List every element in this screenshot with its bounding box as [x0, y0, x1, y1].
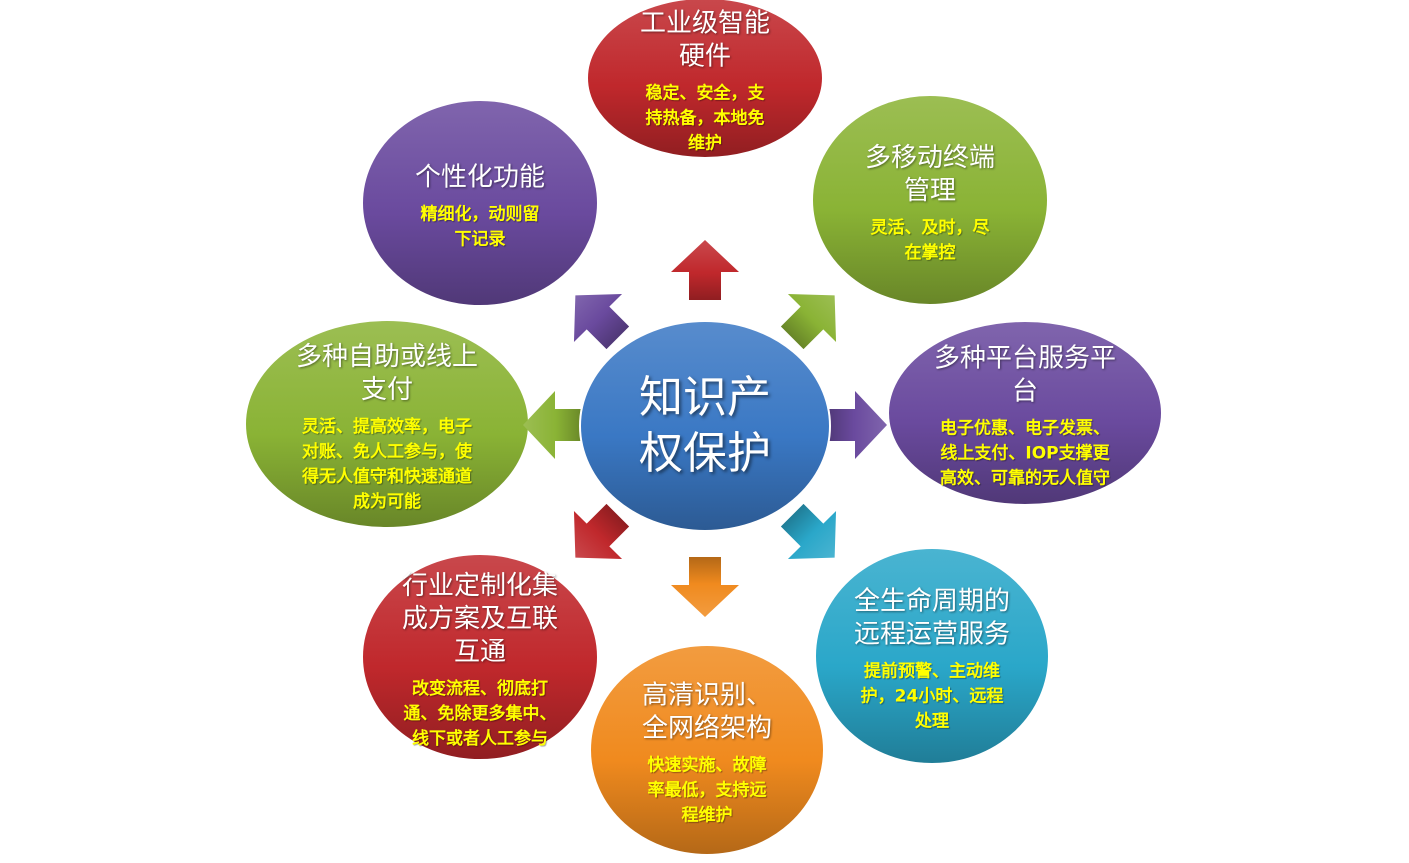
- node-circle: [814, 547, 1050, 765]
- node-desc-line: 灵活、提高效率，电子: [301, 417, 472, 437]
- node-title-line: 管理: [903, 176, 957, 206]
- node-desc-line: 精细化，动则留: [420, 204, 540, 225]
- center-label: 知识产 权保护: [639, 370, 771, 482]
- node-title: 个性化功能: [415, 162, 545, 195]
- node-circle: [887, 320, 1163, 506]
- node-title-line: 多种平台服务平: [933, 343, 1117, 374]
- node-label: 行业定制化集成方案及互联互通改变流程、彻底打通、免除更多集中、线下或者人工参与: [402, 570, 558, 752]
- center-line: 知识产: [639, 372, 771, 423]
- node-title-line: 工业级智能: [639, 8, 771, 39]
- node-description: 提前预警、主动维护，24小时、远程处理: [854, 660, 1010, 735]
- node-desc-line: 处理: [914, 711, 949, 732]
- node-desc-line: 电子优惠、电子发票、: [939, 418, 1110, 439]
- node-description: 电子优惠、电子发票、线上支付、IOP支撑更高效、可靠的无人值守: [934, 417, 1116, 492]
- center-line: 权保护: [639, 428, 771, 479]
- node-desc-line: 护，24小时、远程: [860, 686, 1004, 707]
- node-description: 稳定、安全，支持热备，本地免维护: [640, 82, 770, 157]
- node-label: 多种平台服务平台电子优惠、电子发票、线上支付、IOP支撑更高效、可靠的无人值守: [934, 343, 1116, 492]
- node-description: 快速实施、故障率最低，支持远程维护: [642, 754, 772, 829]
- node-title-line: 成方案及互联: [401, 604, 559, 634]
- node-desc-line: 线下或者人工参与: [411, 729, 548, 749]
- node-title: 多移动终端管理: [865, 142, 995, 208]
- node-circle: [361, 553, 599, 761]
- node-title-line: 台: [1011, 376, 1039, 407]
- node-desc-line: 高效、可靠的无人值守: [939, 468, 1110, 489]
- node-desc-line: 稳定、安全，支: [645, 83, 765, 104]
- node-description: 改变流程、彻底打通、免除更多集中、线下或者人工参与: [402, 677, 558, 752]
- node-circle: [589, 644, 825, 856]
- node-title: 多种自助或线上支付: [296, 341, 478, 407]
- node-label: 多种自助或线上支付灵活、提高效率，电子对账、免人工参与，使得无人值守和快速通道成…: [296, 341, 478, 515]
- arrow-icon: [671, 240, 739, 300]
- center-circle: [579, 320, 831, 532]
- node-title: 多种平台服务平台: [934, 343, 1116, 409]
- node-desc-line: 率最低，支持远: [647, 780, 767, 801]
- node-label: 全生命周期的远程运营服务提前预警、主动维护，24小时、远程处理: [854, 586, 1010, 735]
- arrow-icon: [827, 391, 887, 459]
- arrow-icon: [573, 293, 630, 350]
- node-desc-line: 通、免除更多集中、: [403, 704, 557, 724]
- arrow-icon: [573, 503, 630, 560]
- node-circle: [811, 94, 1049, 306]
- node-desc-line: 持热备，本地免: [645, 108, 765, 129]
- node-title-line: 支付: [360, 375, 414, 405]
- node-circle: [586, 0, 824, 159]
- node-description: 灵活、及时，尽在掌控: [865, 216, 995, 266]
- node-title-line: 个性化功能: [414, 162, 546, 193]
- node-desc-line: 成为可能: [352, 492, 421, 512]
- node-desc-line: 得无人值守和快速通道: [301, 467, 472, 487]
- node-desc-line: 快速实施、故障: [647, 755, 767, 776]
- node-label: 工业级智能硬件稳定、安全，支持热备，本地免维护: [640, 8, 770, 157]
- node-title: 高清识别、全网络架构: [642, 680, 772, 746]
- node-desc-line: 维护: [687, 133, 722, 154]
- arrow-icon: [780, 293, 837, 350]
- arrow-icon: [780, 503, 837, 560]
- node-title: 行业定制化集成方案及互联互通: [402, 570, 558, 669]
- node-title-line: 互通: [453, 637, 507, 667]
- node-circle: [361, 99, 599, 307]
- node-title-line: 全网络架构: [641, 713, 773, 744]
- node-title-line: 多种自助或线上: [295, 342, 479, 372]
- arrow-icon: [523, 391, 583, 459]
- node-desc-line: 下记录: [454, 229, 506, 250]
- node-desc-line: 灵活、及时，尽: [870, 218, 990, 238]
- node-label: 个性化功能精细化，动则留下记录: [415, 162, 545, 253]
- node-title-line: 行业定制化集: [401, 571, 559, 601]
- node-desc-line: 提前预警、主动维: [863, 661, 1000, 682]
- node-title-line: 全生命周期的: [853, 586, 1011, 617]
- node-title-line: 高清识别、: [641, 680, 773, 711]
- node-title-line: 硬件: [678, 41, 732, 72]
- node-label: 多移动终端管理灵活、及时，尽在掌控: [865, 142, 995, 266]
- node-desc-line: 在掌控: [904, 243, 956, 263]
- node-title: 全生命周期的远程运营服务: [854, 586, 1010, 652]
- node-title: 工业级智能硬件: [640, 8, 770, 74]
- arrow-icon: [671, 557, 739, 617]
- node-desc-line: 线上支付、IOP支撑更: [940, 443, 1110, 464]
- node-description: 灵活、提高效率，电子对账、免人工参与，使得无人值守和快速通道成为可能: [296, 415, 478, 515]
- node-desc-line: 程维护: [681, 805, 733, 826]
- node-desc-line: 对账、免人工参与，使: [301, 442, 472, 462]
- node-title-line: 多移动终端: [864, 143, 996, 173]
- node-label: 高清识别、全网络架构快速实施、故障率最低，支持远程维护: [642, 680, 772, 829]
- node-title-line: 远程运营服务: [853, 619, 1011, 650]
- node-desc-line: 改变流程、彻底打: [411, 679, 548, 699]
- node-description: 精细化，动则留下记录: [415, 203, 545, 253]
